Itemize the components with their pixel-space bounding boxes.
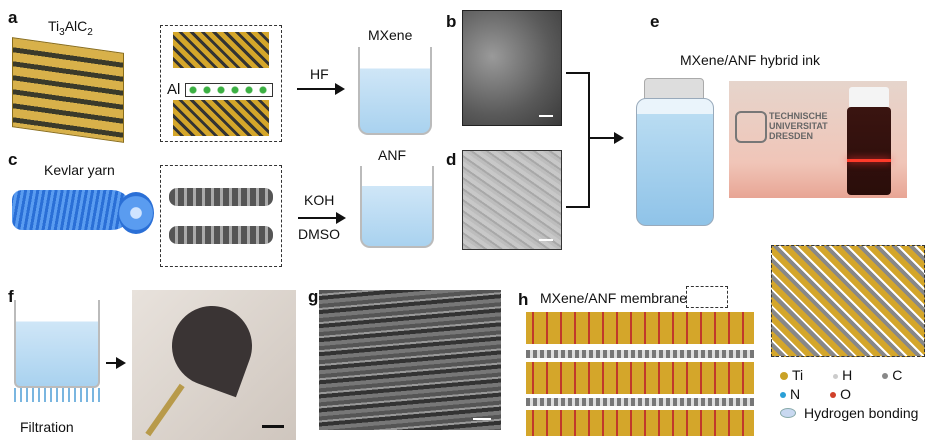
ink-vial-photo bbox=[847, 107, 891, 195]
ink-vial bbox=[636, 98, 714, 226]
filtrate-drops bbox=[14, 388, 100, 402]
hydrogen-bond-icon bbox=[780, 408, 796, 418]
mxene-layer bbox=[526, 312, 754, 344]
cross-section-sem bbox=[319, 290, 501, 430]
legend-hydrogen-bonding: Hydrogen bonding bbox=[804, 405, 919, 421]
vial-cap bbox=[849, 87, 889, 109]
interface-structure-inset bbox=[771, 245, 925, 357]
scale-bar bbox=[539, 239, 553, 241]
hybrid-ink-title: MXene/ANF hybrid ink bbox=[680, 52, 821, 68]
n-atom-icon bbox=[780, 392, 786, 399]
legend-item-c: C bbox=[882, 367, 902, 383]
sem-image-mxene bbox=[462, 10, 562, 126]
panel-label-b: b bbox=[446, 12, 457, 31]
h-atom-icon bbox=[833, 373, 839, 379]
mxene-layer bbox=[526, 410, 754, 436]
anf-beaker bbox=[360, 166, 434, 248]
membrane-schematic bbox=[526, 312, 754, 436]
panel-label-c: c bbox=[8, 150, 18, 169]
arrow-icon bbox=[106, 357, 126, 369]
kevlar-yarn bbox=[12, 190, 132, 230]
membrane-title: MXene/ANF membrane bbox=[540, 290, 688, 306]
legend-item-n: N bbox=[780, 386, 800, 402]
dmso-label: DMSO bbox=[298, 226, 340, 242]
hf-label: HF bbox=[310, 66, 329, 82]
tweezers bbox=[145, 383, 185, 437]
panel-label-e: e bbox=[650, 12, 660, 31]
scale-bar bbox=[473, 418, 491, 420]
o-atom-icon bbox=[830, 392, 837, 399]
legend: Ti H C N O Hydrogen bonding bbox=[780, 367, 918, 421]
anf-layer bbox=[526, 350, 754, 358]
legend-item-o: O bbox=[830, 386, 851, 402]
aramid-chain bbox=[169, 188, 273, 206]
tud-logo-icon bbox=[735, 111, 767, 143]
panel-label-f: f bbox=[8, 287, 14, 306]
panel-label-a: a bbox=[8, 8, 18, 27]
panel-label-h: h bbox=[518, 290, 529, 309]
panel-label-g: g bbox=[308, 287, 319, 306]
zoom-region bbox=[686, 286, 728, 308]
legend-item-h: H bbox=[833, 367, 852, 383]
filtration-label: Filtration bbox=[20, 419, 74, 435]
al-layer-label: Al bbox=[167, 81, 181, 98]
ti-c-layers bbox=[173, 32, 269, 68]
legend-item-ti: Ti bbox=[780, 367, 803, 383]
anf-label: ANF bbox=[378, 147, 406, 163]
mxene-layer bbox=[526, 362, 754, 394]
scale-bar bbox=[262, 425, 284, 428]
mxene-label: MXene bbox=[368, 27, 413, 43]
filtration-beaker bbox=[14, 300, 100, 388]
crystal-structure-inset: Al bbox=[160, 25, 282, 142]
max-phase-block bbox=[12, 37, 124, 143]
membrane-sample bbox=[160, 294, 264, 398]
tem-image-anf bbox=[462, 150, 562, 250]
yarn-cross-section bbox=[118, 192, 154, 234]
al-layer bbox=[185, 83, 273, 97]
anf-layer bbox=[526, 398, 754, 406]
bracket-connector bbox=[566, 72, 590, 208]
aramid-structure-inset bbox=[160, 165, 282, 267]
koh-label: KOH bbox=[304, 192, 335, 208]
mxene-beaker bbox=[358, 47, 432, 135]
membrane-photo bbox=[132, 290, 296, 440]
ti3alc2-label: Ti3AlC2 bbox=[48, 18, 93, 38]
arrow-icon bbox=[588, 132, 624, 144]
aramid-chain bbox=[169, 226, 273, 244]
scale-bar bbox=[539, 115, 553, 117]
panel-label-d: d bbox=[446, 150, 457, 169]
ti-atom-icon bbox=[780, 372, 788, 381]
arrow-icon bbox=[297, 83, 345, 95]
ti-c-layers bbox=[173, 100, 269, 136]
kevlar-yarn-label: Kevlar yarn bbox=[44, 162, 115, 178]
c-atom-icon bbox=[882, 373, 889, 380]
arrow-icon bbox=[298, 212, 346, 224]
laser-beam bbox=[847, 159, 891, 162]
